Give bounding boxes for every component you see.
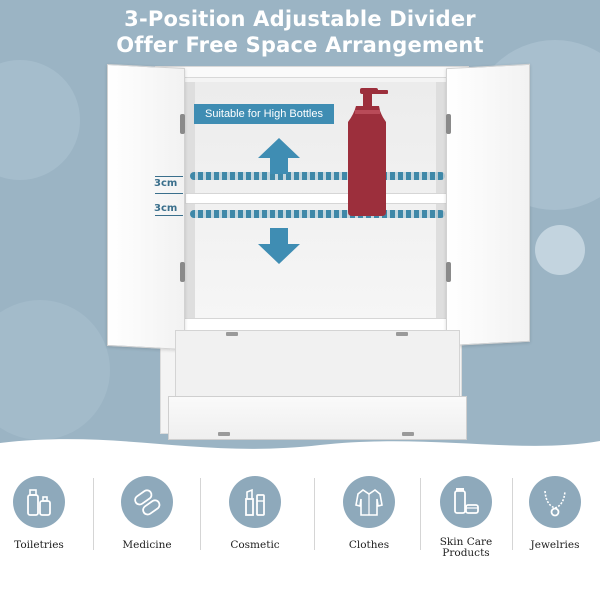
drawer-compartment [175, 330, 460, 398]
measurement-label: 3cm [154, 178, 178, 189]
measure-line [155, 215, 183, 216]
measure-line [155, 176, 183, 177]
cabinet-top [155, 66, 469, 78]
hinge-slot [396, 332, 408, 336]
hinge-slot [226, 332, 238, 336]
headline-line-2: Offer Free Space Arrangement [116, 33, 484, 57]
divider [93, 478, 94, 550]
divider [512, 478, 513, 550]
hinge-icon [446, 262, 451, 282]
headline: 3-Position Adjustable Divider Offer Free… [0, 6, 600, 58]
category-toiletries: Toiletries [0, 476, 84, 596]
category-medicine: Medicine [102, 476, 192, 596]
hinge-icon [446, 114, 451, 134]
category-label: Medicine [122, 539, 172, 551]
shirt-icon [343, 476, 395, 528]
drawer-flap [168, 396, 467, 440]
category-clothes: Clothes [324, 476, 414, 596]
decor-circle [0, 60, 80, 180]
cosmetic-icon [229, 476, 281, 528]
measurement-label: 3cm [154, 203, 178, 214]
category-jewelries: Jewelries [510, 476, 600, 596]
category-row: Toiletries Medicine Cosmetic [0, 466, 600, 600]
measure-line [155, 193, 183, 194]
pills-icon [121, 476, 173, 528]
arrow-down-icon [258, 228, 300, 264]
category-label: Jewelries [530, 539, 580, 551]
divider [420, 478, 421, 550]
category-cosmetic: Cosmetic [210, 476, 300, 596]
toiletries-icon [13, 476, 65, 528]
decor-circle [535, 225, 585, 275]
category-label: Clothes [348, 539, 390, 551]
divider [314, 478, 315, 550]
category-label: Skin Care Products [439, 536, 493, 559]
wave-divider [0, 439, 600, 455]
hinge-slot [218, 432, 230, 436]
arrow-up-icon [258, 138, 300, 174]
hinge-icon [180, 262, 185, 282]
category-label: Cosmetic [230, 539, 280, 551]
divider-position-marker [190, 210, 445, 218]
divider-position-marker [190, 172, 445, 180]
category-skin-care: Skin Care Products [421, 476, 511, 596]
adjustable-shelf [185, 193, 449, 204]
hinge-slot [402, 432, 414, 436]
skincare-icon [440, 476, 492, 528]
category-label: Toiletries [14, 539, 64, 551]
headline-line-1: 3-Position Adjustable Divider [124, 7, 476, 31]
product-banner: 3-Position Adjustable Divider Offer Free… [0, 0, 600, 455]
hint-label: Suitable for High Bottles [194, 104, 334, 124]
right-door [446, 63, 530, 347]
decor-circle [0, 300, 110, 440]
pump-bottle-icon [348, 88, 388, 216]
hinge-icon [180, 114, 185, 134]
necklace-icon [529, 476, 581, 528]
divider [200, 478, 201, 550]
